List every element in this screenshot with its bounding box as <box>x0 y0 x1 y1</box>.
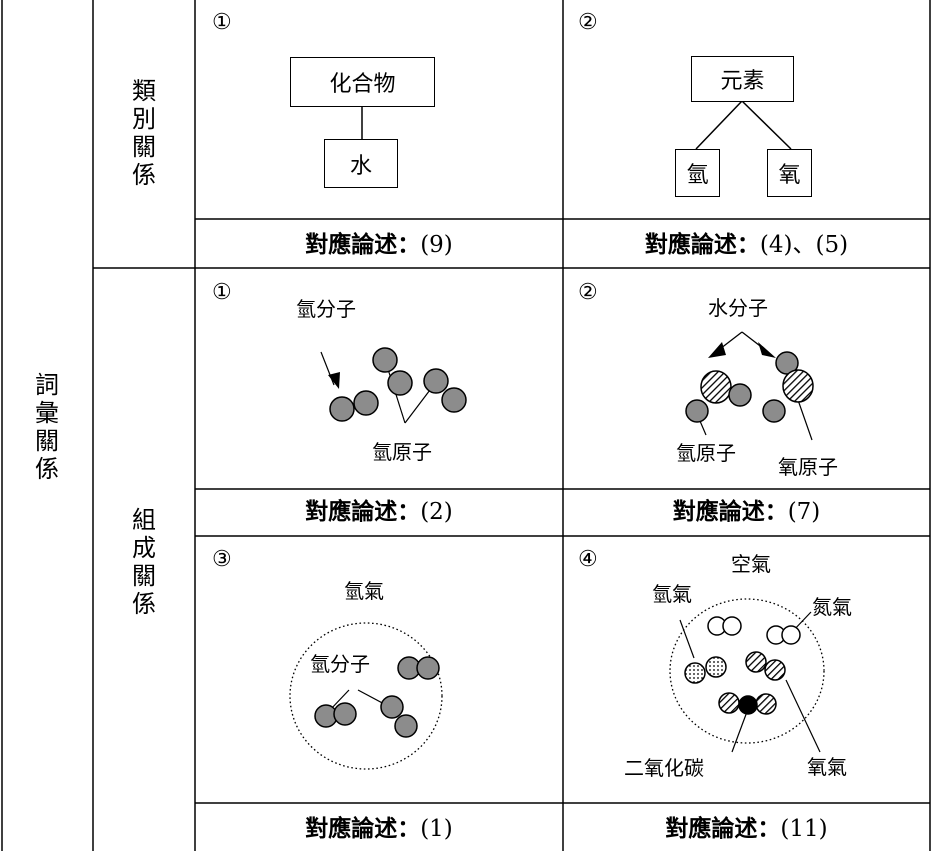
caption-comp4: 對應論述：(11) <box>665 815 828 842</box>
h-atom-air <box>684 662 706 684</box>
h2-gas-label: 氫氣 <box>344 579 384 603</box>
water-molecule-label: 水分子 <box>708 296 768 320</box>
hydrogen-box: 氫 <box>675 149 720 197</box>
n-atom <box>781 625 801 645</box>
co2-label: 二氧化碳 <box>624 756 704 780</box>
h-atom <box>387 370 413 396</box>
cat2-connectors <box>695 100 792 150</box>
element-label: 元素 <box>720 69 765 94</box>
o-atom-air <box>764 659 786 681</box>
air-container <box>669 598 825 744</box>
o2-gas-label: 氧氣 <box>807 755 847 779</box>
o-atom <box>782 369 814 403</box>
h2-molecule-label: 氫分子 <box>310 652 370 676</box>
row-header-category: 類別關係 <box>132 77 156 189</box>
oxygen-box: 氧 <box>767 149 812 197</box>
comp1-diagram <box>320 347 467 424</box>
o-atom-label: 氧原子 <box>778 455 838 479</box>
c-atom <box>738 695 758 715</box>
comp4-diagram <box>669 598 825 753</box>
water-box: 水 <box>324 139 398 188</box>
cell-number: ① <box>212 280 232 305</box>
n-atom <box>722 616 742 636</box>
caption-comp3: 對應論述：(1) <box>305 815 453 842</box>
n2-gas-label: 氮氣 <box>812 595 852 619</box>
h-atom <box>394 714 418 738</box>
o-atom <box>700 370 732 404</box>
gas-container <box>289 622 443 770</box>
h-atom <box>333 702 357 726</box>
h-atom <box>685 399 709 423</box>
caption-comp2: 對應論述：(7) <box>672 498 821 525</box>
caption-comp1: 對應論述：(2) <box>305 498 453 525</box>
h-atom <box>728 383 752 407</box>
h-atom-air <box>705 656 727 678</box>
compound-label: 化合物 <box>329 72 396 97</box>
cell-number: ① <box>212 10 232 35</box>
air-title: 空氣 <box>731 552 771 576</box>
cell-number: ③ <box>212 547 232 572</box>
h-atom <box>329 396 355 422</box>
hydrogen-label: 氫 <box>686 163 709 188</box>
h-atom <box>380 695 404 719</box>
comp2-diagram <box>685 331 814 441</box>
h-atom <box>416 656 440 680</box>
h2-gas-label: 氫氣 <box>652 582 692 606</box>
o-atom-air <box>718 692 740 714</box>
caption-cat2: 對應論述：(4)、(5) <box>644 231 849 258</box>
cell-number: ② <box>578 280 598 305</box>
h-atom-label: 氫原子 <box>372 440 432 464</box>
h2-molecule-label: 氫分子 <box>296 297 356 321</box>
h-atom <box>372 347 398 373</box>
caption-cat1: 對應論述：(9) <box>305 231 453 258</box>
h-atom <box>441 387 467 413</box>
water-label: 水 <box>349 153 372 179</box>
cell-number: ④ <box>578 547 598 572</box>
h-atom <box>775 351 799 375</box>
o-atom-air <box>755 693 777 715</box>
row-header-vocab: 詞彙關係 <box>35 371 59 483</box>
comp3-diagram <box>289 622 443 770</box>
oxygen-label: 氧 <box>778 163 801 188</box>
cell-number: ② <box>578 10 598 35</box>
compound-box: 化合物 <box>290 57 435 107</box>
h-atom-label: 氫原子 <box>676 441 736 465</box>
o-atom-air <box>745 651 767 673</box>
h-atom <box>423 368 449 394</box>
h-atom <box>353 390 379 416</box>
row-header-composition: 組成關係 <box>132 506 156 618</box>
h-atom <box>762 399 786 423</box>
element-box: 元素 <box>691 56 794 102</box>
